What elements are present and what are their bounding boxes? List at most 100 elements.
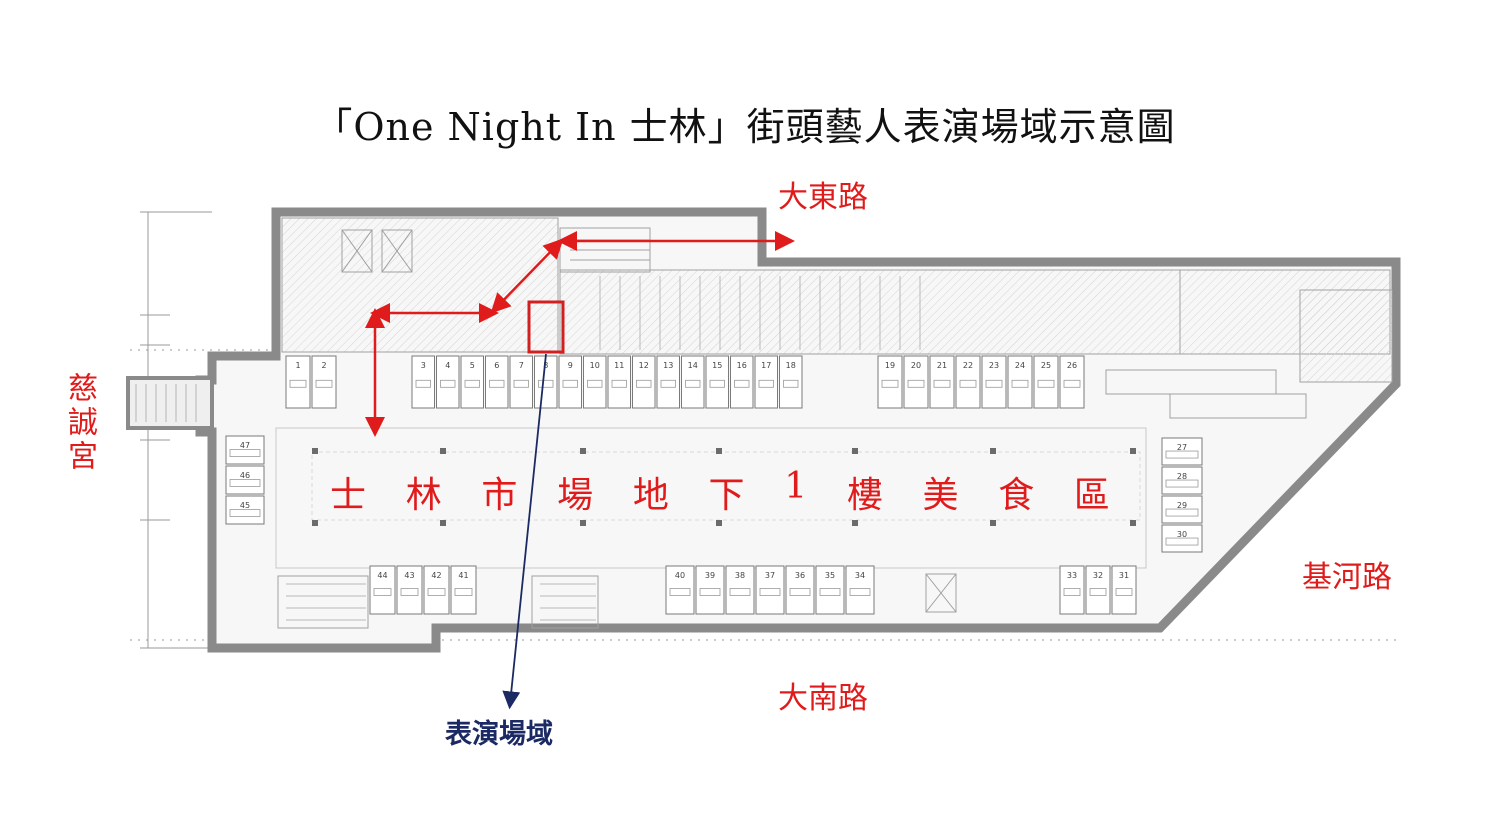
stall-number: 47 xyxy=(240,441,250,450)
stall-box xyxy=(509,355,533,409)
stall-number: 35 xyxy=(825,571,835,580)
food-court-char: 區 xyxy=(1073,475,1110,516)
stall-counter xyxy=(734,379,750,388)
performance-area-label: 表演場域 xyxy=(445,719,553,750)
stall-counter xyxy=(373,588,392,596)
stall-number: 36 xyxy=(795,571,805,580)
stall-counter xyxy=(660,379,676,388)
stall-number: 24 xyxy=(1015,361,1025,370)
stall-counter xyxy=(1089,588,1107,596)
stall-number: 10 xyxy=(590,361,600,370)
stall-counter xyxy=(699,588,721,596)
stall-box xyxy=(485,355,509,409)
stall-counter xyxy=(454,588,473,596)
stall-box xyxy=(779,355,803,409)
stall-number: 30 xyxy=(1177,530,1187,539)
stall-number: 41 xyxy=(458,571,468,580)
stall-number: 17 xyxy=(761,361,771,370)
stall-counter xyxy=(1165,508,1199,517)
stall-counter xyxy=(440,379,456,388)
stall-counter xyxy=(759,588,781,596)
stall-counter xyxy=(959,379,977,388)
stall-number: 40 xyxy=(675,571,685,580)
stall-box xyxy=(681,355,705,409)
stall-box xyxy=(665,565,695,615)
stall-counter xyxy=(229,479,261,487)
stall-number: 6 xyxy=(494,361,499,370)
stall-box xyxy=(1161,524,1203,553)
stall-counter xyxy=(427,588,446,596)
stall-counter xyxy=(1037,379,1055,388)
stall-counter xyxy=(229,449,261,457)
stall-box xyxy=(1161,437,1203,466)
road-label-south: 大南路 xyxy=(778,681,868,716)
stall-number: 43 xyxy=(404,571,414,580)
stall-counter xyxy=(1165,537,1199,546)
stall-counter xyxy=(729,588,751,596)
stall-counter xyxy=(789,588,811,596)
performer-route-arrows xyxy=(365,231,795,437)
stall-number: 7 xyxy=(519,361,524,370)
stall-box xyxy=(845,565,875,615)
stall-number: 1 xyxy=(295,361,300,370)
stall-number: 16 xyxy=(737,361,747,370)
stall-counter xyxy=(538,379,554,388)
stall-counter xyxy=(400,588,419,596)
stall-counter xyxy=(669,588,691,596)
stall-counter xyxy=(1063,588,1081,596)
stall-number: 8 xyxy=(543,361,548,370)
stall-box xyxy=(755,565,785,615)
food-court-char: 樓 xyxy=(846,475,883,516)
food-court-label: 士 林 市 場 地 下 1 樓 美 食 區 xyxy=(330,466,1110,518)
page-title: 「One Night In 士林」街頭藝人表演場域示意圖 xyxy=(314,105,1176,149)
road-label-north: 大東路 xyxy=(778,180,868,215)
stall-number: 13 xyxy=(663,361,673,370)
stall-counter xyxy=(1165,450,1199,459)
stall-number: 46 xyxy=(240,471,250,480)
food-court-char: 林 xyxy=(405,475,442,516)
stall-box xyxy=(815,565,845,615)
stall-number: 26 xyxy=(1067,361,1077,370)
stall-number: 28 xyxy=(1177,472,1187,481)
stall-number: 37 xyxy=(765,571,775,580)
stall-box xyxy=(436,355,460,409)
stall-counter xyxy=(758,379,774,388)
stall-number: 2 xyxy=(321,361,326,370)
stall-box xyxy=(225,435,265,465)
stall-number: 31 xyxy=(1119,571,1129,580)
stall-counter xyxy=(907,379,925,388)
stall-box xyxy=(558,355,582,409)
stall-number: 38 xyxy=(735,571,745,580)
stall-number: 39 xyxy=(705,571,715,580)
stall-number: 32 xyxy=(1093,571,1103,580)
stall-counter xyxy=(819,588,841,596)
stall-box xyxy=(1161,495,1203,524)
food-court-char: 市 xyxy=(481,475,518,516)
stall-number: 20 xyxy=(911,361,921,370)
stall-counter xyxy=(685,379,701,388)
stall-number: 18 xyxy=(786,361,796,370)
stall-number: 45 xyxy=(240,501,250,510)
stall-number: 29 xyxy=(1177,501,1187,510)
stall-number: 34 xyxy=(855,571,865,580)
stall-counter xyxy=(709,379,725,388)
stall-counter xyxy=(1165,479,1199,488)
stall-counter xyxy=(1011,379,1029,388)
food-court-char: 美 xyxy=(922,475,959,516)
stall-number: 5 xyxy=(470,361,475,370)
stall-number: 25 xyxy=(1041,361,1051,370)
stall-box xyxy=(607,355,631,409)
food-court-char: 1 xyxy=(784,466,808,507)
stall-box xyxy=(460,355,484,409)
stall-number: 42 xyxy=(431,571,441,580)
food-court-char: 下 xyxy=(708,475,745,516)
stall-counter xyxy=(415,379,431,388)
stall-number: 12 xyxy=(639,361,649,370)
road-label-west: 慈誠宮 xyxy=(62,372,97,474)
stall-counter xyxy=(985,379,1003,388)
stall-box xyxy=(225,495,265,525)
stall-counter xyxy=(933,379,951,388)
stall-counter xyxy=(229,509,261,517)
